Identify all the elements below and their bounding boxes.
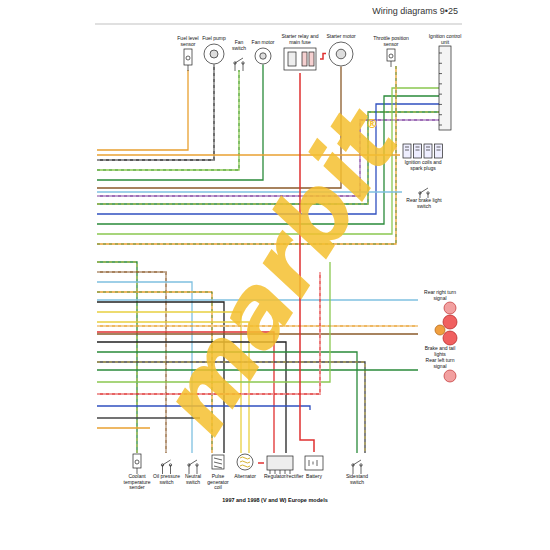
component-symbol [153,452,180,474]
component-symbol [206,452,230,474]
component: Regulator/rectifier [264,452,296,480]
component: Rear left turn signal [420,358,460,383]
component-label: Battery [302,474,326,480]
component: Fan switch [228,40,250,71]
component-label: Oil pressure switch [153,474,180,485]
component-symbol [420,369,460,383]
wire [97,65,263,181]
component-symbol [176,47,200,71]
component-symbol [302,452,326,474]
wire [97,427,150,428]
component: Ignition coils and spark plugs [400,142,446,171]
component-label: Rear brake light switch [402,198,446,209]
watermark: ® [366,118,378,130]
component-label: Rear left turn signal [420,358,460,369]
component: Coolant temperature sender [122,452,152,491]
component-symbol [400,142,446,160]
power-wire [320,54,326,60]
wire [97,65,214,161]
component-symbol [280,45,320,73]
component-label: Alternator [232,474,258,480]
component-label: Ignition coils and spark plugs [400,160,446,171]
component-label: Coolant temperature sender [122,474,152,491]
component-label: Pulse generator coil [206,474,230,491]
component: Fan motor [251,40,275,66]
component-label: Rear right turn signal [420,290,460,301]
component-symbol [420,301,460,315]
component: Oil pressure switch [153,452,180,485]
component-symbol [228,51,250,71]
component-symbol [202,42,226,66]
page-header: Wiring diagrams 9•25 [330,6,458,17]
component: Fuel pump [202,36,226,66]
component-label: Starter relay and main fuse [280,34,320,45]
component: Pulse generator coil [206,452,230,491]
component-label: Brake and tail lights [420,346,460,357]
component-label: Sidestand switch [340,474,374,485]
wire [97,70,188,150]
component-label: Fan motor [251,40,275,46]
component-symbol [372,47,410,67]
component-symbol [340,452,374,474]
component: Sidestand switch [340,452,374,485]
component: Starter motor [326,34,356,68]
component-symbol [251,46,275,66]
component: Neutral switch [181,452,205,485]
component: Ignition control unit [428,34,462,131]
watermark: marbit [145,96,414,448]
component-label: Regulator/rectifier [264,474,296,480]
component: Fuel level sensor [176,36,200,71]
wire [97,262,137,453]
wire-stripe [97,262,137,453]
component-symbol [181,452,205,474]
component: Rear right turn signal [420,290,460,315]
component: Battery [302,452,326,480]
component: Alternator [232,452,258,480]
component-label: Neutral switch [181,474,205,485]
component-label: Fan switch [228,40,250,51]
component-label: Fuel level sensor [176,36,200,47]
component-symbol [428,45,462,131]
component: Brake and tail lights [420,314,460,357]
header-rule [95,24,462,25]
component-label: Throttle position sensor [372,36,410,47]
component-symbol [122,452,152,474]
component: Starter relay and main fuse [280,34,320,73]
wire-stripe [97,65,214,161]
component: Rear brake light switch [402,184,446,209]
component-label: Fuel pump [202,36,226,42]
component-symbol [232,452,258,474]
component: Throttle position sensor [372,36,410,67]
component-symbol [326,40,356,68]
power-wire [258,462,264,464]
component-label: Starter motor [326,34,356,40]
component-symbol [402,184,446,198]
diagram-caption: 1997 and 1998 (V and W) Europe models [150,497,400,504]
component-label: Ignition control unit [428,34,462,45]
component-symbol [420,314,460,346]
component-symbol [264,452,296,474]
